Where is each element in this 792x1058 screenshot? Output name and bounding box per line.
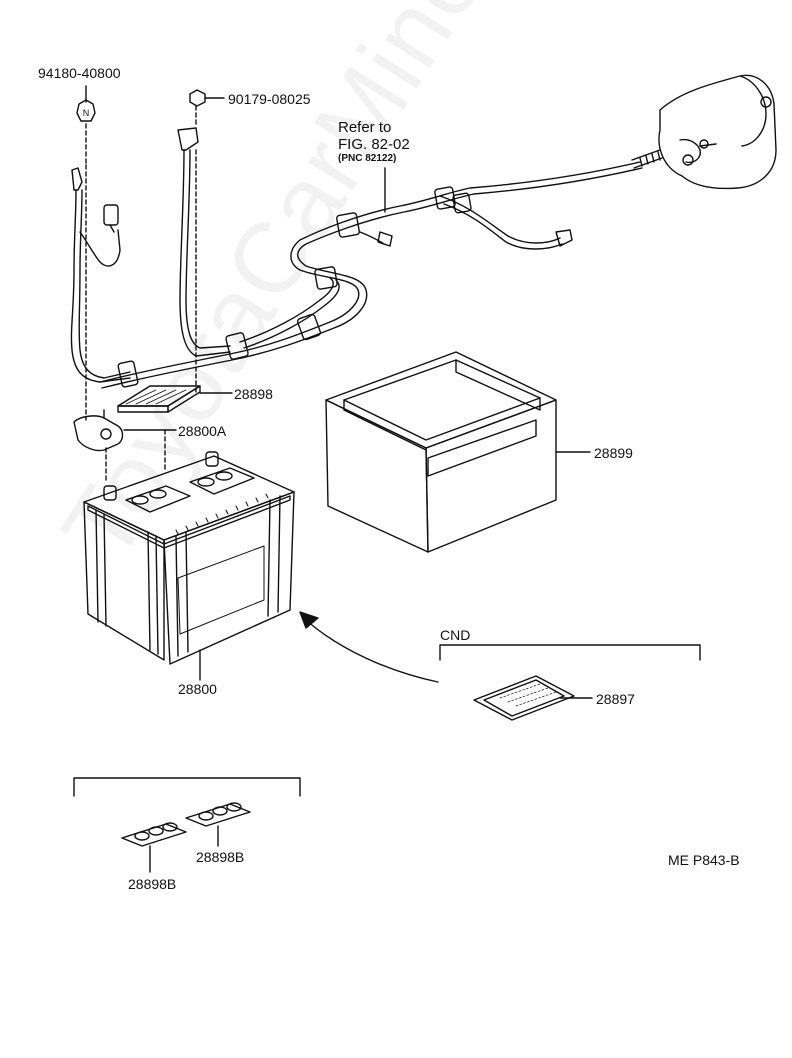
nut-94180: N bbox=[76, 85, 96, 166]
label-pnc-82122: (PNC 82122) bbox=[338, 153, 397, 164]
label-28897: 28897 bbox=[596, 691, 635, 707]
main-harness bbox=[99, 149, 663, 389]
nut-symbol: N bbox=[83, 108, 90, 118]
terminal-28800A bbox=[73, 409, 177, 481]
label-28898B-left: 28898B bbox=[128, 876, 177, 892]
label-28800A: 28800A bbox=[178, 423, 227, 439]
label-28898: 28898 bbox=[234, 386, 273, 402]
hold-down-28898 bbox=[117, 385, 233, 413]
label-28897 bbox=[473, 675, 593, 721]
gasket-28898B-right bbox=[185, 802, 251, 847]
label-94180-40800: 94180-40800 bbox=[38, 65, 121, 81]
cnd-bracket bbox=[439, 644, 701, 661]
label-refer-to: Refer to bbox=[338, 119, 392, 136]
negative-cable bbox=[70, 164, 131, 421]
starter-motor bbox=[658, 74, 777, 190]
gasket-bracket bbox=[73, 777, 301, 797]
label-90179-08025: 90179-08025 bbox=[228, 91, 311, 107]
label-fig-82-02: FIG. 82-02 bbox=[338, 136, 410, 153]
gasket-28898B-left bbox=[121, 822, 187, 873]
flow-arrow bbox=[299, 611, 439, 683]
battery-28800 bbox=[83, 451, 295, 681]
label-28800: 28800 bbox=[178, 681, 217, 697]
positive-cable bbox=[177, 127, 231, 396]
diagram-code: ME P843-B bbox=[668, 852, 740, 868]
label-28898B-right: 28898B bbox=[196, 849, 245, 865]
bolt-90179 bbox=[189, 89, 225, 126]
label-cnd: CND bbox=[440, 627, 471, 643]
tray-28899 bbox=[325, 351, 591, 553]
label-28899: 28899 bbox=[594, 445, 633, 461]
